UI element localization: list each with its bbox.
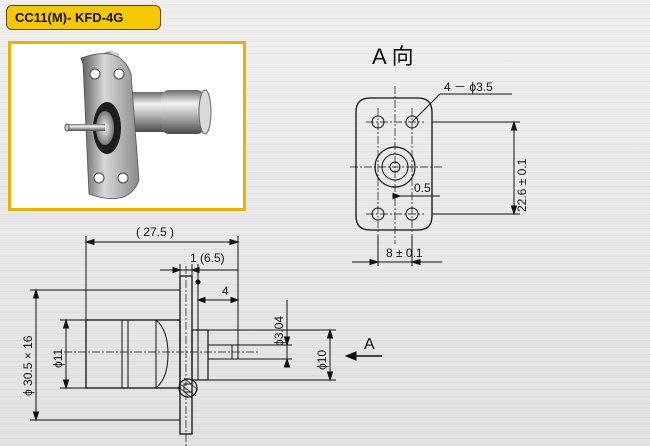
side-overall-length: ( 27.5 )	[136, 225, 174, 239]
side-flange-dim: 1 (6.5)	[190, 251, 225, 265]
side-barrel-dia: ϕ11	[51, 348, 65, 368]
view-a-plate-outline	[355, 97, 433, 231]
side-bolt-hole	[178, 378, 198, 398]
view-a-hole-leader	[411, 93, 441, 123]
photo-hole-bl	[93, 172, 105, 184]
photo-barrel-end	[161, 90, 205, 134]
side-barrel	[85, 319, 181, 389]
view-a-hole-spec: 4 － ϕ3.5	[444, 80, 493, 94]
side-body-dia: ϕ10	[315, 350, 329, 370]
side-pin-dia: ϕ3.04	[272, 316, 286, 346]
side-view-drawing	[30, 236, 382, 446]
side-pin-length: 4	[222, 284, 229, 298]
view-a-arrow-head	[344, 351, 357, 361]
view-a-drawing	[350, 86, 520, 266]
view-a-title: A 向	[372, 44, 414, 69]
model-label: CC11(M)- KFD-4G	[15, 10, 124, 25]
side-front-body	[191, 329, 209, 381]
photo-pin-tip	[64, 123, 70, 132]
photo-pin	[67, 124, 105, 131]
model-title-tag: CC11(M)- KFD-4G	[6, 5, 161, 30]
view-a-arrow-label: A	[364, 336, 375, 353]
view-a-offset-dim: 0.5	[414, 181, 431, 195]
view-a-width-dim: 8 ± 0.1	[386, 246, 423, 260]
photo-barrel-face	[198, 89, 212, 135]
view-a-height-dim: 22.6 ± 0.1	[515, 158, 529, 212]
photo-hole-br	[117, 172, 129, 184]
connector-photo	[64, 51, 212, 200]
photo-hole-tl	[89, 68, 101, 80]
photo-hole-tr	[113, 68, 125, 80]
side-flange-height: ϕ 30.5 × 16	[21, 335, 35, 396]
product-photo-panel	[8, 41, 246, 211]
